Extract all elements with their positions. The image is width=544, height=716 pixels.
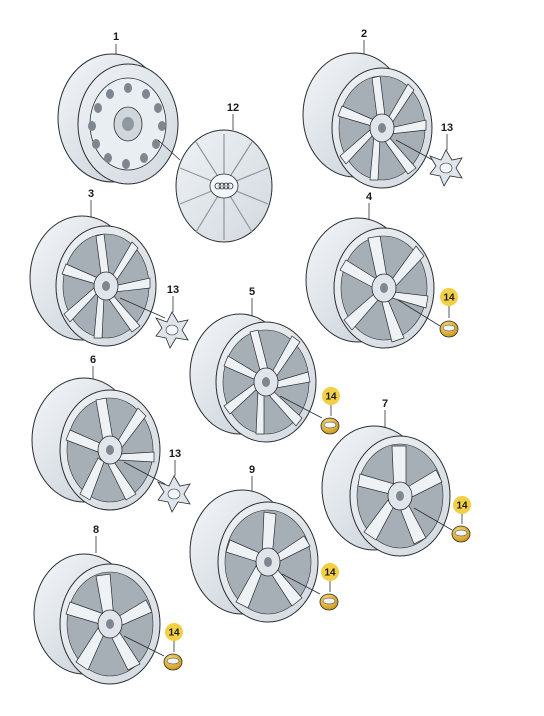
part-number-14-d: 14 xyxy=(324,568,336,579)
part-number-3: 3 xyxy=(88,188,94,200)
part-badge-14-b xyxy=(322,387,340,405)
center-cap-14-d: 14 xyxy=(319,563,339,611)
wheel-7: 7 xyxy=(321,398,453,557)
part-number-1: 1 xyxy=(113,31,119,43)
part-number-7: 7 xyxy=(382,398,388,410)
wheel-3: 3 xyxy=(29,188,166,347)
spokes xyxy=(65,397,155,501)
center-cap-14-e: 14 xyxy=(163,623,183,671)
center-cap-14-a: 14 xyxy=(439,288,459,338)
part-number-14-e: 14 xyxy=(168,628,180,639)
part-number-6: 6 xyxy=(90,354,96,366)
wheel-5: 5 xyxy=(189,286,323,443)
part-number-14-b: 14 xyxy=(325,392,337,403)
part-number-4: 4 xyxy=(366,191,373,203)
center-cap-14-c: 14 xyxy=(451,496,471,543)
part-number-14-a: 14 xyxy=(443,293,455,304)
part-badge-14-a xyxy=(440,288,458,306)
part-number-12: 12 xyxy=(227,102,239,114)
spokes xyxy=(65,573,153,671)
part-number-13-b: 13 xyxy=(167,284,179,296)
wheel-1: 1 xyxy=(57,31,179,185)
wheel-bolt-cap-13-b: 13 xyxy=(155,284,189,349)
wheel-bolt-cap-13-c: 13 xyxy=(157,448,191,513)
wheel-6: 6 xyxy=(31,354,166,511)
part-number-14-c: 14 xyxy=(456,501,468,512)
wheel-4: 4 xyxy=(305,191,441,349)
part-badge-14-c xyxy=(453,496,471,514)
wheel-bolt-cap-13-a: 13 xyxy=(429,122,463,187)
part-number-2: 2 xyxy=(361,28,367,40)
part-number-9: 9 xyxy=(249,464,255,476)
wheel-9: 9 xyxy=(189,464,321,623)
part-number-13-c: 13 xyxy=(169,448,181,460)
part-badge-14-d xyxy=(321,563,339,581)
rings-logo xyxy=(214,182,234,190)
spokes xyxy=(337,75,427,181)
steel-wheel-vents xyxy=(88,83,166,169)
wheel-8: 8 xyxy=(33,524,165,685)
part-badge-14-e xyxy=(165,623,183,641)
part-number-5: 5 xyxy=(249,286,255,298)
center-cap-14-b: 14 xyxy=(320,387,340,435)
spokes xyxy=(357,445,443,545)
wheel-trim-12: 12 xyxy=(157,102,273,243)
part-number-8: 8 xyxy=(93,524,99,536)
part-number-13-a: 13 xyxy=(441,122,453,134)
wheel-2: 2 xyxy=(302,28,441,189)
